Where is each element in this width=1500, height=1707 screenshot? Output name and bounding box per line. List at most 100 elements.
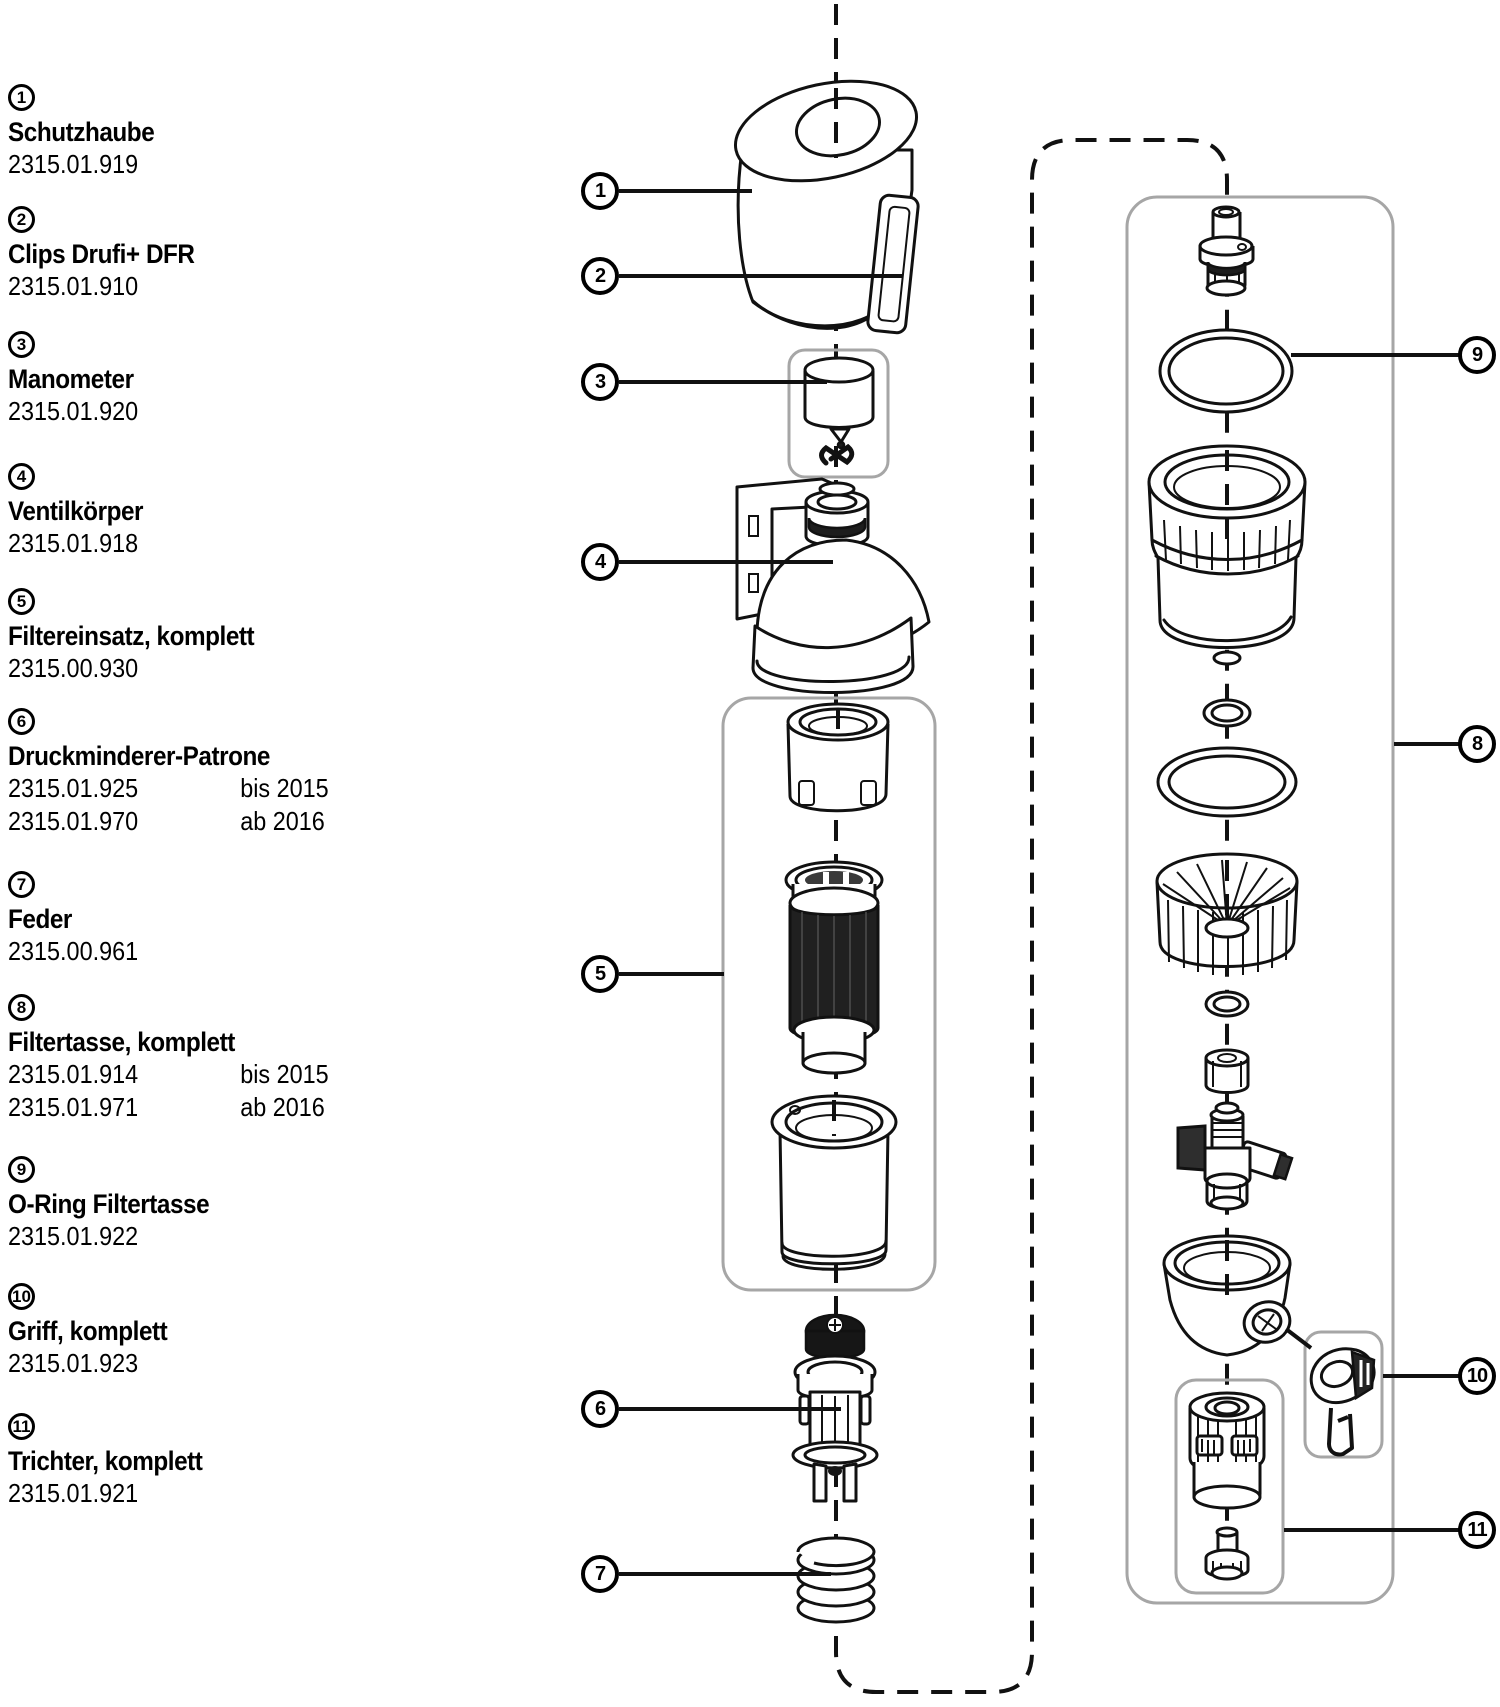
part-code: 2315.01.918 bbox=[8, 528, 139, 558]
legend-item-9: 9 O-Ring Filtertasse 2315.01.922 bbox=[8, 1156, 353, 1253]
part-number-badge: 7 bbox=[8, 871, 35, 898]
part-variant-note: bis 2015 bbox=[240, 1059, 329, 1089]
callout-11: 11 bbox=[1458, 1511, 1496, 1549]
part-number-badge: 8 bbox=[8, 994, 35, 1021]
part-code-row: 2315.01.970 ab 2016 bbox=[8, 805, 350, 838]
part-variant-note: ab 2016 bbox=[240, 1092, 325, 1122]
part-code: 2315.01.922 bbox=[8, 1221, 139, 1251]
part-name: O-Ring Filtertasse bbox=[8, 1189, 210, 1219]
assembly-axis-dashed-line bbox=[834, 4, 1229, 1694]
manometer-clip-pin bbox=[819, 443, 855, 466]
legend-item-6: 6 Druckminderer-Patrone 2315.01.925 bis 2… bbox=[8, 708, 353, 838]
filter-insert-group-box bbox=[721, 696, 937, 1292]
small-o-ring-upper-drawing bbox=[1202, 698, 1252, 728]
vent-valve-drawing bbox=[1198, 205, 1255, 297]
part-code-row: 2315.01.920 bbox=[8, 395, 350, 428]
legend-item-3: 3 Manometer 2315.01.920 bbox=[8, 331, 353, 428]
funnel-group-box bbox=[1174, 1378, 1285, 1595]
manometer-drawing bbox=[803, 356, 875, 466]
part-code-row: 2315.00.930 bbox=[8, 652, 350, 685]
griff-drawing bbox=[1309, 1347, 1376, 1457]
trichter-connector-drawing bbox=[1188, 1391, 1266, 1581]
callout-8: 8 bbox=[1458, 725, 1496, 763]
part-code-row: 2315.01.910 bbox=[8, 270, 350, 303]
callout-1: 1 bbox=[581, 172, 619, 210]
o-ring-filtertasse-drawing bbox=[1158, 328, 1294, 414]
part-code: 2315.01.921 bbox=[8, 1478, 139, 1508]
part-code-row: 2315.01.921 bbox=[8, 1477, 350, 1510]
ventilkoerper-drawing bbox=[735, 477, 931, 694]
callout-9: 9 bbox=[1458, 336, 1496, 374]
part-name: Feder bbox=[8, 904, 72, 934]
part-code: 2315.00.961 bbox=[8, 936, 139, 966]
schutzhaube-drawing bbox=[733, 79, 920, 335]
part-code-row: 2315.01.918 bbox=[8, 527, 350, 560]
part-code-row: 2315.01.923 bbox=[8, 1347, 350, 1380]
part-code: 2315.01.910 bbox=[8, 271, 139, 301]
part-code: 2315.01.923 bbox=[8, 1348, 139, 1378]
part-code-row: 2315.01.914 bis 2015 bbox=[8, 1058, 350, 1091]
part-number-badge: 5 bbox=[8, 588, 35, 615]
part-number-badge: 9 bbox=[8, 1156, 35, 1183]
legend-item-7: 7 Feder 2315.00.961 bbox=[8, 871, 353, 968]
callout-leader-lines bbox=[619, 189, 1459, 1576]
small-o-ring-lower-drawing bbox=[1204, 990, 1250, 1018]
part-name: Griff, komplett bbox=[8, 1316, 168, 1346]
part-code: 2315.01.925 bbox=[8, 773, 139, 803]
legend-item-11: 11 Trichter, komplett 2315.01.921 bbox=[8, 1413, 353, 1510]
hex-nut-drawing bbox=[1204, 1048, 1250, 1094]
legend-item-1: 1 Schutzhaube 2315.01.919 bbox=[8, 84, 353, 181]
ribbed-crown-drawing bbox=[1155, 852, 1299, 976]
legend-item-4: 4 Ventilkörper 2315.01.918 bbox=[8, 463, 353, 560]
griff-clip-wire bbox=[1327, 1407, 1354, 1457]
callout-4: 4 bbox=[581, 543, 619, 581]
part-name: Trichter, komplett bbox=[8, 1446, 203, 1476]
part-code: 2315.01.919 bbox=[8, 149, 139, 179]
part-code-row: 2315.01.971 ab 2016 bbox=[8, 1091, 350, 1124]
callout-6: 6 bbox=[581, 1390, 619, 1428]
callout-10: 10 bbox=[1458, 1357, 1496, 1395]
part-code-row: 2315.01.919 bbox=[8, 148, 350, 181]
part-code: 2315.01.971 bbox=[8, 1092, 139, 1122]
part-code-row: 2315.00.961 bbox=[8, 935, 350, 968]
clips-drawing bbox=[866, 193, 920, 335]
part-code: 2315.01.920 bbox=[8, 396, 139, 426]
part-number-badge: 6 bbox=[8, 708, 35, 735]
filter-glass-drawing bbox=[1147, 444, 1307, 666]
part-name: Druckminderer-Patrone bbox=[8, 741, 270, 771]
part-number-badge: 3 bbox=[8, 331, 35, 358]
part-number-badge: 11 bbox=[8, 1413, 35, 1440]
part-code: 2315.00.930 bbox=[8, 653, 139, 683]
trichter-bowl-drawing bbox=[1162, 1234, 1292, 1357]
part-code: 2315.01.970 bbox=[8, 806, 139, 836]
part-variant-note: bis 2015 bbox=[240, 773, 329, 803]
part-number-badge: 1 bbox=[8, 84, 35, 111]
part-name: Clips Drufi+ DFR bbox=[8, 239, 195, 269]
part-name: Ventilkörper bbox=[8, 496, 144, 526]
callout-5: 5 bbox=[581, 955, 619, 993]
callout-7: 7 bbox=[581, 1555, 619, 1593]
callout-3: 3 bbox=[581, 363, 619, 401]
part-number-badge: 2 bbox=[8, 206, 35, 233]
handle-group-box bbox=[1303, 1330, 1384, 1459]
legend-item-10: 10 Griff, komplett 2315.01.923 bbox=[8, 1283, 353, 1380]
part-name: Filtereinsatz, komplett bbox=[8, 621, 255, 651]
manometer-group-box bbox=[787, 348, 890, 479]
callout-2: 2 bbox=[581, 257, 619, 295]
flat-seal-ring-drawing bbox=[1156, 746, 1298, 818]
legend-item-5: 5 Filtereinsatz, komplett 2315.00.930 bbox=[8, 588, 353, 685]
group-boxes bbox=[721, 195, 1395, 1605]
part-number-badge: 4 bbox=[8, 463, 35, 490]
filter-cup-group-box bbox=[1125, 195, 1395, 1605]
part-code-row: 2315.01.925 bis 2015 bbox=[8, 772, 350, 805]
legend-item-2: 2 Clips Drufi+ DFR 2315.01.910 bbox=[8, 206, 353, 303]
part-name: Manometer bbox=[8, 364, 134, 394]
part-variant-note: ab 2016 bbox=[240, 806, 325, 836]
drain-valve-drawing bbox=[1176, 1101, 1294, 1211]
part-code: 2315.01.914 bbox=[8, 1059, 139, 1089]
part-number-badge: 10 bbox=[8, 1283, 35, 1310]
feder-drawing bbox=[796, 1536, 876, 1624]
